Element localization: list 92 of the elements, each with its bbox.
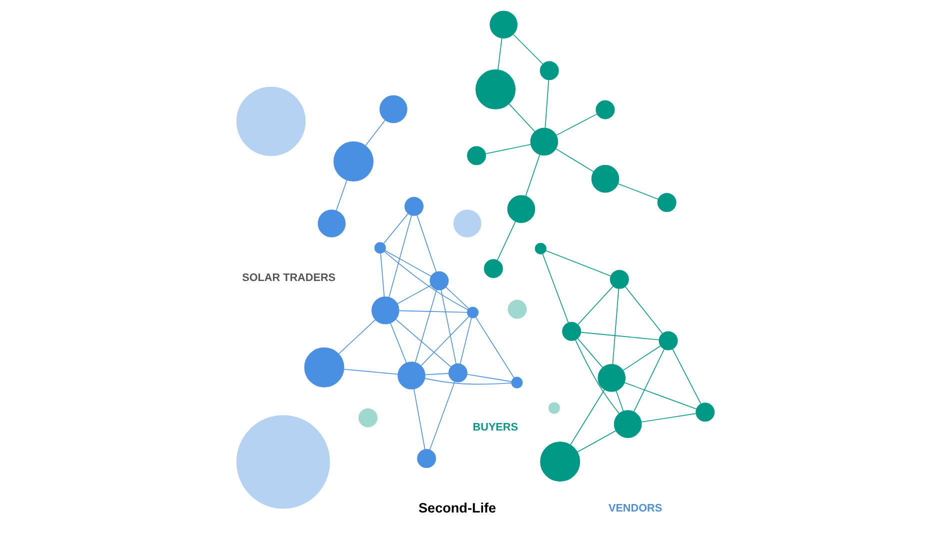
connector [576,338,603,368]
connector [390,322,406,364]
connector [394,318,451,368]
connector [624,382,696,410]
connector [580,332,659,340]
node-circle [656,193,676,212]
node-circle [530,128,558,156]
node-circle [540,442,580,482]
connector [416,214,436,272]
connector [414,289,436,363]
node-circle [416,449,436,468]
label: VENDORS [608,502,662,515]
node-circle [404,196,423,216]
connector [615,390,624,412]
node-circle [595,100,614,120]
node-circle [483,259,502,278]
node-circle [506,195,535,223]
node-circle [613,410,642,438]
connector [508,104,535,132]
connector [544,250,611,276]
node-circle [358,408,377,428]
node-circle [370,296,399,324]
node-circle [466,146,486,166]
connector [576,430,616,452]
connector [398,310,468,313]
node-circle [609,270,628,289]
node-circle [475,69,516,110]
node-circle [397,362,425,390]
node-circle [429,271,448,290]
connector [496,221,516,261]
connector [577,286,614,325]
node-circle [236,86,306,156]
connector [428,381,455,450]
connector [570,389,604,446]
node-circle [507,300,526,319]
connector [574,339,620,414]
connector [484,144,531,154]
label: BUYERS [472,421,518,434]
connector [617,183,658,200]
connector [544,80,549,128]
connector [343,368,398,375]
connector [364,120,386,146]
node-circle [534,242,546,254]
node-circle [236,415,330,509]
connector [445,286,469,310]
connector [466,374,512,382]
connector [542,253,568,324]
connector [420,316,469,366]
node-circle [304,347,344,388]
connector [424,373,449,376]
connector [474,316,514,378]
connector [380,252,384,298]
connector [384,250,432,277]
connector [524,154,540,197]
connector [640,413,696,422]
connector [624,286,662,334]
connector [612,288,619,365]
connector [459,317,472,364]
connector [632,348,664,412]
node-circle [695,402,714,422]
connector [396,284,431,304]
node-circle [452,210,481,238]
connector [512,34,543,64]
connector [388,214,412,298]
node-circle [539,61,558,80]
connector [338,319,376,354]
node-circle [374,242,386,254]
label: SOLAR TRADERS [242,272,336,284]
node-circle [332,141,373,182]
node-circle [448,363,467,382]
node-circle [562,322,581,341]
connector [413,388,425,450]
node-circle [548,402,560,414]
connector [672,348,701,404]
node-circle [317,210,346,238]
connector [555,148,594,172]
connector [440,290,456,364]
node-circle [597,364,626,392]
connector [383,250,468,310]
node-circle [510,376,522,388]
label: Second-Life [418,500,496,516]
node-circle [489,10,517,39]
connector [622,345,660,371]
connector [335,180,347,211]
connector [555,114,597,136]
connector [497,38,502,70]
node-circle [590,164,619,193]
node-circle [466,306,478,318]
connector [382,213,408,244]
node-circle [379,95,407,124]
node-circle [658,331,678,350]
connector [424,378,512,385]
